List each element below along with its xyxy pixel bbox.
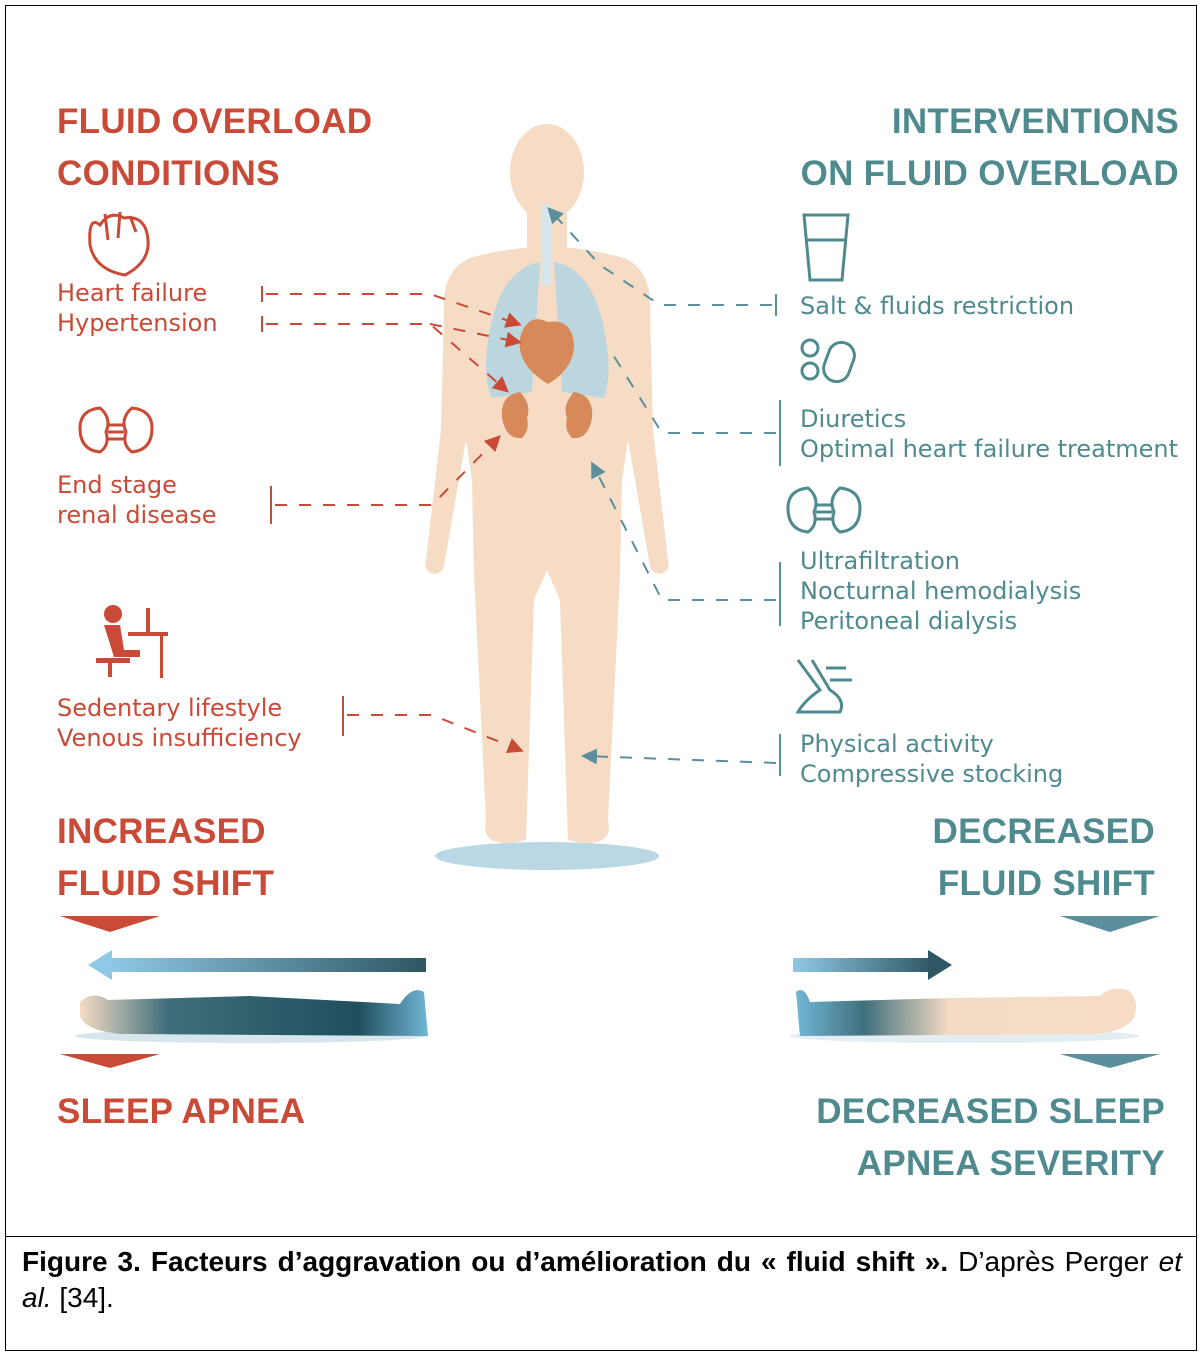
lying-body-left (75, 990, 428, 1043)
fluid-shift-arrow-right (793, 950, 952, 980)
intervention-diuretics: Diuretics (800, 404, 906, 434)
right-heading-line2: ON FLUID OVERLOAD (801, 148, 1179, 200)
decreased-heading-line2: FLUID SHIFT (938, 858, 1155, 910)
down-triangle-top-right (1060, 916, 1160, 932)
intervention-heart-failure-treatment: Optimal heart failure treatment (800, 434, 1194, 464)
right-heading-line1: INTERVENTIONS (892, 96, 1179, 148)
condition-end-stage: End stage (57, 470, 177, 500)
left-heading-line2: CONDITIONS (57, 148, 280, 200)
intervention-nocturnal-hemodialysis: Nocturnal hemodialysis (800, 576, 1081, 606)
condition-renal-disease: renal disease (57, 500, 216, 530)
condition-sedentary-lifestyle: Sedentary lifestyle (57, 693, 282, 723)
condition-heart-failure: Heart failure (57, 278, 207, 308)
down-triangle-bottom-right (1060, 1054, 1160, 1068)
caption-title: Figure 3. Facteurs d’aggravation ou d’am… (22, 1246, 948, 1277)
left-heading-line1: FLUID OVERLOAD (57, 96, 372, 148)
decreased-heading-line1: DECREASED (933, 806, 1155, 858)
caption-text-1: D’après Perger (948, 1246, 1159, 1277)
caption-divider (5, 1236, 1197, 1237)
down-triangle-bottom-left (60, 1054, 160, 1068)
sleep-apnea-outcome: SLEEP APNEA (57, 1086, 305, 1138)
increased-heading-line2: FLUID SHIFT (57, 858, 274, 910)
intervention-physical-activity: Physical activity (800, 729, 994, 759)
floor-shadow (435, 842, 659, 870)
decreased-severity-line2: APNEA SEVERITY (857, 1138, 1165, 1190)
intervention-compressive-stocking: Compressive stocking (800, 759, 1063, 789)
decreased-severity-line1: DECREASED SLEEP (816, 1086, 1165, 1138)
intervention-salt-fluids: Salt & fluids restriction (800, 291, 1074, 321)
intervention-ultrafiltration: Ultrafiltration (800, 546, 960, 576)
condition-venous-insufficiency: Venous insufficiency (57, 723, 302, 753)
desk-worker-icon (96, 605, 168, 678)
lying-body-right (790, 988, 1140, 1043)
heart-icon (90, 212, 148, 275)
figure-caption: Figure 3. Facteurs d’aggravation ou d’am… (22, 1244, 1182, 1316)
caption-text-2: [34]. (52, 1282, 114, 1313)
down-triangle-top-left (60, 916, 160, 932)
pills-icon (802, 339, 858, 385)
fluid-shift-arrow-left (88, 950, 426, 980)
kidneys-icon-right (788, 488, 860, 532)
running-shoe-icon (798, 660, 852, 712)
glass-icon (804, 215, 848, 280)
intervention-peritoneal-dialysis: Peritoneal dialysis (800, 606, 1017, 636)
trachea (542, 205, 552, 285)
condition-hypertension: Hypertension (57, 308, 218, 338)
increased-heading-line1: INCREASED (57, 806, 266, 858)
kidneys-icon (80, 408, 152, 452)
